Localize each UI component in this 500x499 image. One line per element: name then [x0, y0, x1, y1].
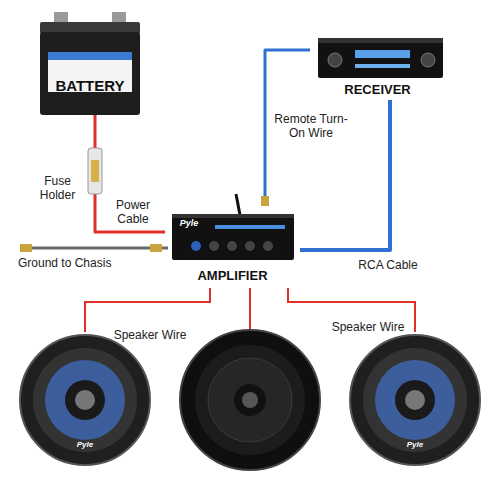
- speaker-dome: [242, 392, 258, 408]
- speaker-frame: [180, 330, 320, 470]
- node-title: BATTERY: [40, 77, 140, 94]
- node-title: AMPLIFIER: [165, 268, 300, 283]
- part-name: Fuse Holder: [30, 174, 85, 202]
- amplifier-box: AMPLIFIER: [165, 205, 300, 285]
- brand-logo: Pyle: [402, 440, 428, 450]
- battery-illustration: [40, 12, 140, 115]
- fuse-holder: [88, 148, 102, 194]
- amplifier-top: [172, 214, 294, 218]
- ground-lug: [20, 244, 32, 252]
- battery-body: [40, 32, 140, 115]
- amplifier-knob: [245, 241, 255, 251]
- speaker-surround: [195, 345, 305, 455]
- receiver-body: [318, 38, 443, 78]
- wire-name: Speaker Wire: [318, 320, 418, 334]
- speaker-left: [20, 335, 150, 465]
- speaker-frame: [20, 335, 150, 465]
- amplifier-knob: [191, 241, 201, 251]
- ground-wire: [20, 244, 168, 252]
- brand-logo: Pyle: [174, 218, 204, 229]
- wire-name: RCA Cable: [348, 258, 428, 272]
- speaker-center: [180, 330, 320, 470]
- node-title: RECEIVER: [310, 82, 445, 97]
- receiver-knob: [328, 53, 342, 67]
- speaker-cone: [208, 358, 292, 442]
- amplifier-body: [172, 214, 294, 260]
- speaker-center: [234, 384, 266, 416]
- speaker-center: [395, 380, 435, 420]
- speaker-surround: [363, 348, 467, 452]
- amplifier-knob: [263, 241, 273, 251]
- battery-box: BATTERY: [40, 15, 140, 115]
- part-name: Ground to Chasis: [18, 256, 148, 270]
- speaker-right: [350, 335, 480, 465]
- speaker-wire: [249, 288, 251, 332]
- speaker-dome: [75, 390, 95, 410]
- ground-lug: [150, 244, 162, 252]
- remote-plug: [261, 196, 269, 206]
- brand-logo: Pyle: [72, 440, 98, 450]
- speaker-center: [65, 380, 105, 420]
- speaker-cone: [45, 360, 125, 440]
- amplifier-knob: [227, 241, 237, 251]
- amplifier-leds: [215, 225, 285, 229]
- speaker-surround: [33, 348, 137, 452]
- amplifier-knob: [209, 241, 219, 251]
- receiver-buttons: [355, 64, 410, 68]
- receiver-display: [355, 50, 410, 58]
- antenna: [236, 194, 240, 215]
- ground-cable: [30, 247, 168, 250]
- receiver-box: RECEIVER: [310, 32, 445, 100]
- receiver-knob: [421, 53, 435, 67]
- fuse-body: [88, 148, 102, 194]
- speaker-frame: [350, 335, 480, 465]
- amplifier-illustration: [172, 194, 294, 260]
- receiver-illustration: [318, 38, 443, 78]
- speaker-dome: [405, 390, 425, 410]
- speaker-wire: [85, 288, 210, 332]
- wire-name: Power Cable: [108, 198, 158, 226]
- speaker-cone: [375, 360, 455, 440]
- receiver-top: [318, 38, 443, 43]
- wire-name: Speaker Wire: [100, 328, 200, 342]
- fuse-element: [91, 160, 99, 182]
- power-cable: [95, 115, 165, 232]
- wire-name: Remote Turn-On Wire: [272, 112, 350, 140]
- battery-stripe: [48, 52, 132, 60]
